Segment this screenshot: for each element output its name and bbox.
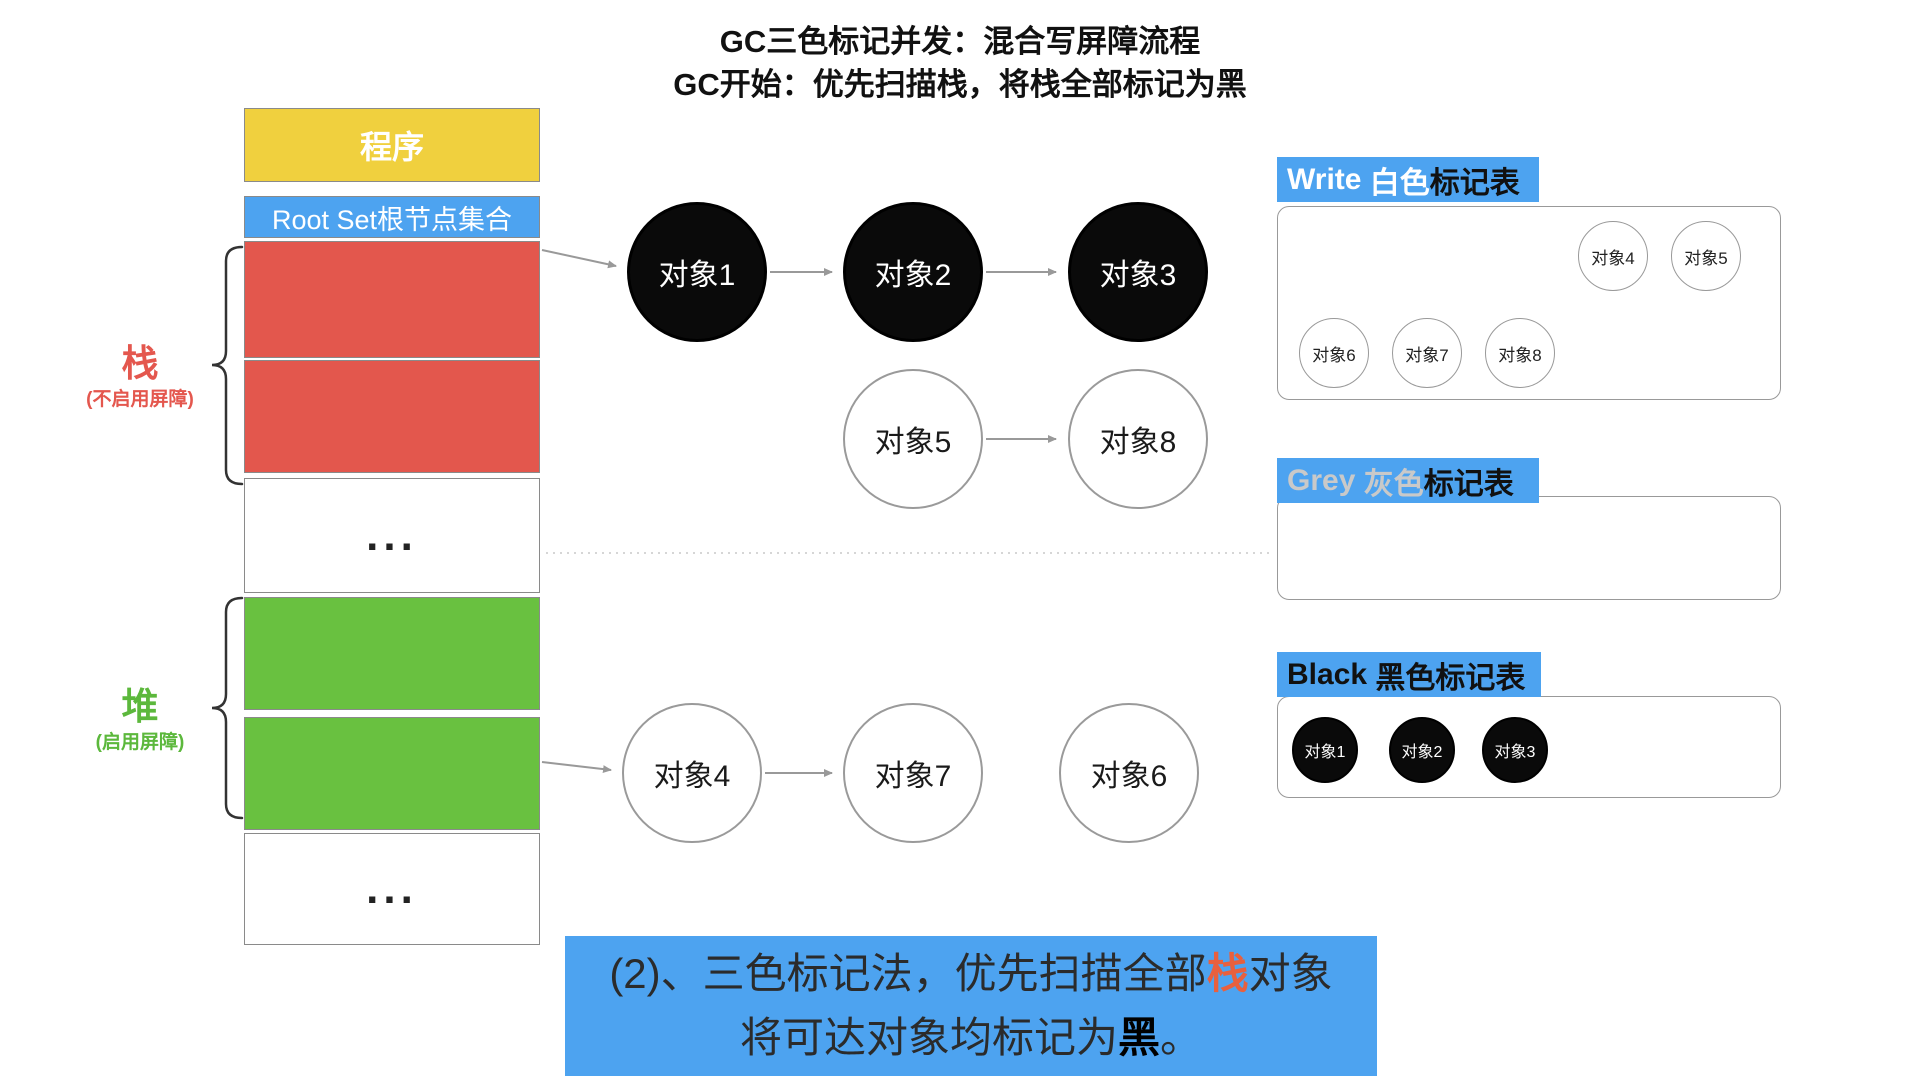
grey-table-title-en: Grey	[1287, 463, 1364, 497]
white-table-title-en: Write	[1287, 162, 1370, 196]
heap-brace	[211, 596, 244, 820]
stack-ellipsis: ...	[366, 510, 418, 560]
black-table-title-en: Black	[1287, 657, 1376, 691]
caption-line1-highlight: 栈	[1206, 950, 1249, 997]
node-obj2: 对象2	[843, 202, 983, 342]
node-obj3: 对象3	[1068, 202, 1208, 342]
arrow-root-to-obj1	[541, 249, 617, 269]
black-table-title-suffix: 标记表	[1435, 661, 1526, 695]
heap-region-note: (启用屏障)	[95, 732, 185, 753]
white-table-node-obj5: 对象5	[1671, 221, 1741, 291]
white-table-header: Write 白色标记表	[1277, 157, 1539, 202]
node-obj7: 对象7	[843, 703, 983, 843]
heap-frame-1	[244, 597, 540, 710]
white-table-node-obj6: 对象6	[1299, 318, 1369, 388]
program-box: 程序	[244, 108, 540, 182]
white-table-node-obj8: 对象8	[1485, 318, 1555, 388]
caption-line2-highlight: 黑	[1117, 1014, 1160, 1061]
title-line-1: GC三色标记并发：混合写屏障流程	[719, 24, 1201, 59]
arrow-heap-to-obj4	[541, 761, 612, 774]
black-table-node-obj2: 对象2	[1389, 717, 1455, 783]
node-obj4: 对象4	[622, 703, 762, 843]
grey-table-title-color: 灰色	[1363, 467, 1424, 501]
grey-table-box	[1277, 496, 1781, 600]
stack-region-note: (不启用屏障)	[86, 389, 194, 410]
step-caption: (2)、三色标记法，优先扫描全部栈对象 将可达对象均标记为黑。	[565, 936, 1377, 1076]
heap-frame-2	[244, 717, 540, 830]
stack-frame-2	[244, 360, 540, 473]
root-set-box: Root Set根节点集合	[244, 196, 540, 238]
white-table-title-color: 白色	[1369, 166, 1430, 200]
black-table-title-color: 黑色	[1375, 661, 1436, 695]
white-table-node-obj7: 对象7	[1392, 318, 1462, 388]
caption-line-2: 将可达对象均标记为黑。	[740, 1006, 1202, 1070]
heap-ellipsis-box: ...	[244, 833, 540, 945]
node-obj5: 对象5	[843, 369, 983, 509]
diagram-title: GC三色标记并发：混合写屏障流程 GC开始：优先扫描栈，将栈全部标记为黑	[460, 20, 1460, 106]
caption-line1-pre: (2)、三色标记法，优先扫描全部	[609, 950, 1207, 997]
black-table-node-obj1: 对象1	[1292, 717, 1358, 783]
grey-table-header: Grey 灰色标记表	[1277, 458, 1539, 503]
stack-ellipsis-box: ...	[244, 478, 540, 593]
caption-line2-post: 。	[1160, 1014, 1203, 1061]
node-obj6: 对象6	[1059, 703, 1199, 843]
heap-region-label: 堆	[121, 686, 159, 727]
stack-region-label: 栈	[121, 343, 159, 384]
white-table-node-obj4: 对象4	[1578, 221, 1648, 291]
black-table-node-obj3: 对象3	[1482, 717, 1548, 783]
caption-line-1: (2)、三色标记法，优先扫描全部栈对象	[609, 942, 1332, 1006]
grey-table-title-suffix: 标记表	[1423, 467, 1514, 501]
heap-ellipsis: ...	[366, 864, 418, 913]
black-table-header: Black 黑色标记表	[1277, 652, 1541, 697]
caption-line1-post: 对象	[1248, 950, 1333, 997]
caption-line2-pre: 将可达对象均标记为	[739, 1014, 1118, 1061]
stack-frame-1	[244, 241, 540, 358]
black-table-box	[1277, 696, 1781, 798]
node-obj1: 对象1	[627, 202, 767, 342]
title-line-2: GC开始：优先扫描栈，将栈全部标记为黑	[673, 67, 1247, 102]
white-table-title-suffix: 标记表	[1429, 166, 1520, 200]
stack-brace	[211, 245, 244, 486]
node-obj8: 对象8	[1068, 369, 1208, 509]
